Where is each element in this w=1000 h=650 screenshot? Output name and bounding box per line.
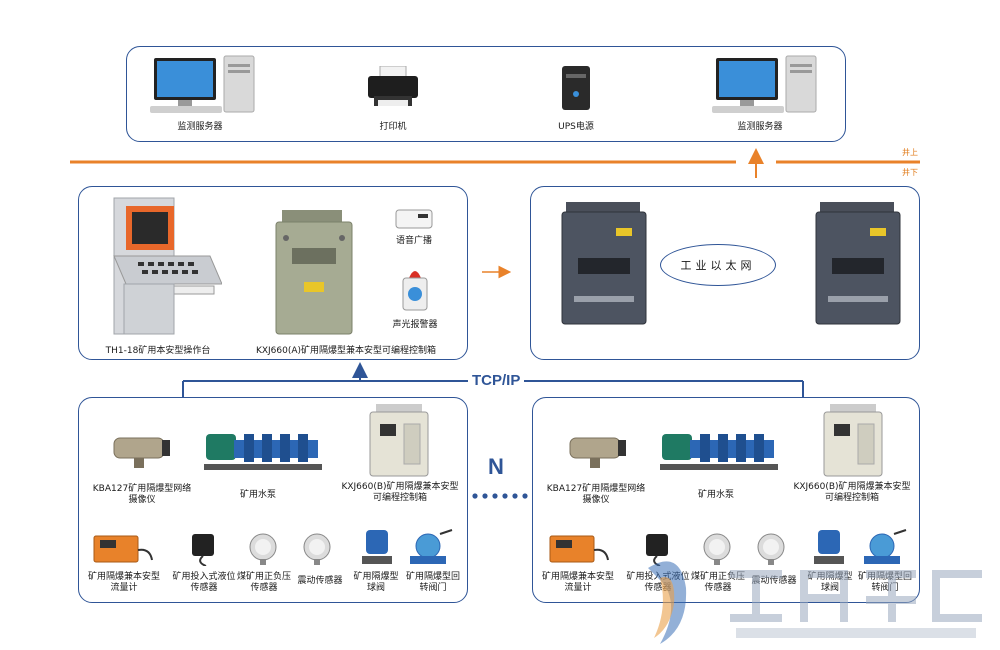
br-pump-label: 矿用水泵 bbox=[697, 490, 734, 500]
br-controller-b-icon bbox=[823, 404, 883, 477]
bl-controller-b-icon bbox=[369, 404, 429, 477]
voice-broadcast-icon bbox=[395, 209, 433, 229]
bl-pressure-sensor-icon bbox=[249, 533, 277, 565]
bl-sensor-label-5: 矿用隔爆型球阀 bbox=[353, 572, 399, 593]
below-ground-label: 井下 bbox=[902, 168, 918, 177]
above-ground-label: 井上 bbox=[902, 148, 918, 157]
n-dots bbox=[472, 493, 528, 499]
monitor-server-right-icon bbox=[712, 55, 817, 113]
ups-icon bbox=[562, 66, 590, 110]
alarm-icon bbox=[402, 271, 428, 311]
br-camera-label: KBA127矿用隔爆型网络摄像仪 bbox=[546, 484, 646, 505]
alarm-label: 声光报警器 bbox=[392, 320, 438, 330]
br-camera-icon bbox=[569, 437, 626, 468]
operating-console-icon bbox=[113, 197, 222, 335]
bl-pump-label: 矿用水泵 bbox=[239, 490, 276, 500]
monitor-server-left-icon bbox=[150, 55, 255, 113]
tcp-ip-label: TCP/IP bbox=[468, 372, 525, 389]
bl-vibration-sensor-icon bbox=[303, 533, 331, 565]
bl-camera-icon bbox=[113, 437, 170, 468]
bl-pump-icon bbox=[204, 434, 322, 470]
br-flowmeter-icon bbox=[549, 535, 609, 563]
operating-console-label: TH1-18矿用本安型操作台 bbox=[105, 346, 211, 356]
bl-level-sensor-icon bbox=[192, 534, 214, 566]
bl-controller-b-label: KXJ660(B)矿用隔爆兼本安型可编程控制箱 bbox=[341, 482, 459, 503]
bl-rotary-valve-icon bbox=[410, 529, 453, 564]
company-watermark-logo bbox=[648, 561, 982, 644]
bl-sensor-label-6: 矿用隔爆型回转阀门 bbox=[405, 572, 460, 593]
bl-ball-valve-icon bbox=[362, 530, 392, 564]
bl-camera-label: KBA127矿用隔爆型网络摄像仪 bbox=[92, 484, 192, 505]
ups-label: UPS电源 bbox=[558, 122, 594, 132]
br-pressure-sensor-icon bbox=[703, 533, 731, 565]
switch-box-right-icon bbox=[815, 202, 901, 325]
br-pump-icon bbox=[660, 434, 778, 470]
voice-broadcast-label: 语音广播 bbox=[395, 236, 432, 246]
controller-a-label: KXJ660(A)矿用隔爆型兼本安型可编程控制箱 bbox=[255, 346, 437, 356]
br-sensor-label-4: 震动传感器 bbox=[751, 576, 797, 586]
bl-sensor-label-4: 震动传感器 bbox=[297, 576, 343, 586]
printer-label: 打印机 bbox=[379, 122, 407, 132]
bl-flowmeter-icon bbox=[93, 535, 153, 563]
switch-box-left-icon bbox=[561, 202, 647, 325]
printer-icon bbox=[368, 66, 418, 106]
industrial-ethernet-label: 工业以太网 bbox=[680, 259, 756, 272]
n-label: N bbox=[488, 454, 504, 479]
br-vibration-sensor-icon bbox=[757, 533, 785, 565]
bl-sensor-label-3: 煤矿用正负压传感器 bbox=[236, 572, 291, 593]
controller-a-icon bbox=[275, 210, 353, 335]
industrial-ethernet-ellipse: 工业以太网 bbox=[660, 244, 776, 286]
br-sensor-label-3: 煤矿用正负压传感器 bbox=[690, 572, 745, 593]
br-ball-valve-icon bbox=[814, 530, 844, 564]
bl-sensor-label-2: 矿用投入式液位传感器 bbox=[172, 572, 236, 593]
br-rotary-valve-icon bbox=[864, 529, 907, 564]
monitor-server-left-label: 监测服务器 bbox=[177, 122, 223, 132]
monitor-server-right-label: 监测服务器 bbox=[737, 122, 783, 132]
br-sensor-label-1: 矿用隔爆兼本安型流量计 bbox=[541, 572, 614, 593]
br-controller-b-label: KXJ660(B)矿用隔爆兼本安型可编程控制箱 bbox=[793, 482, 911, 503]
bl-sensor-label-1: 矿用隔爆兼本安型流量计 bbox=[87, 572, 160, 593]
